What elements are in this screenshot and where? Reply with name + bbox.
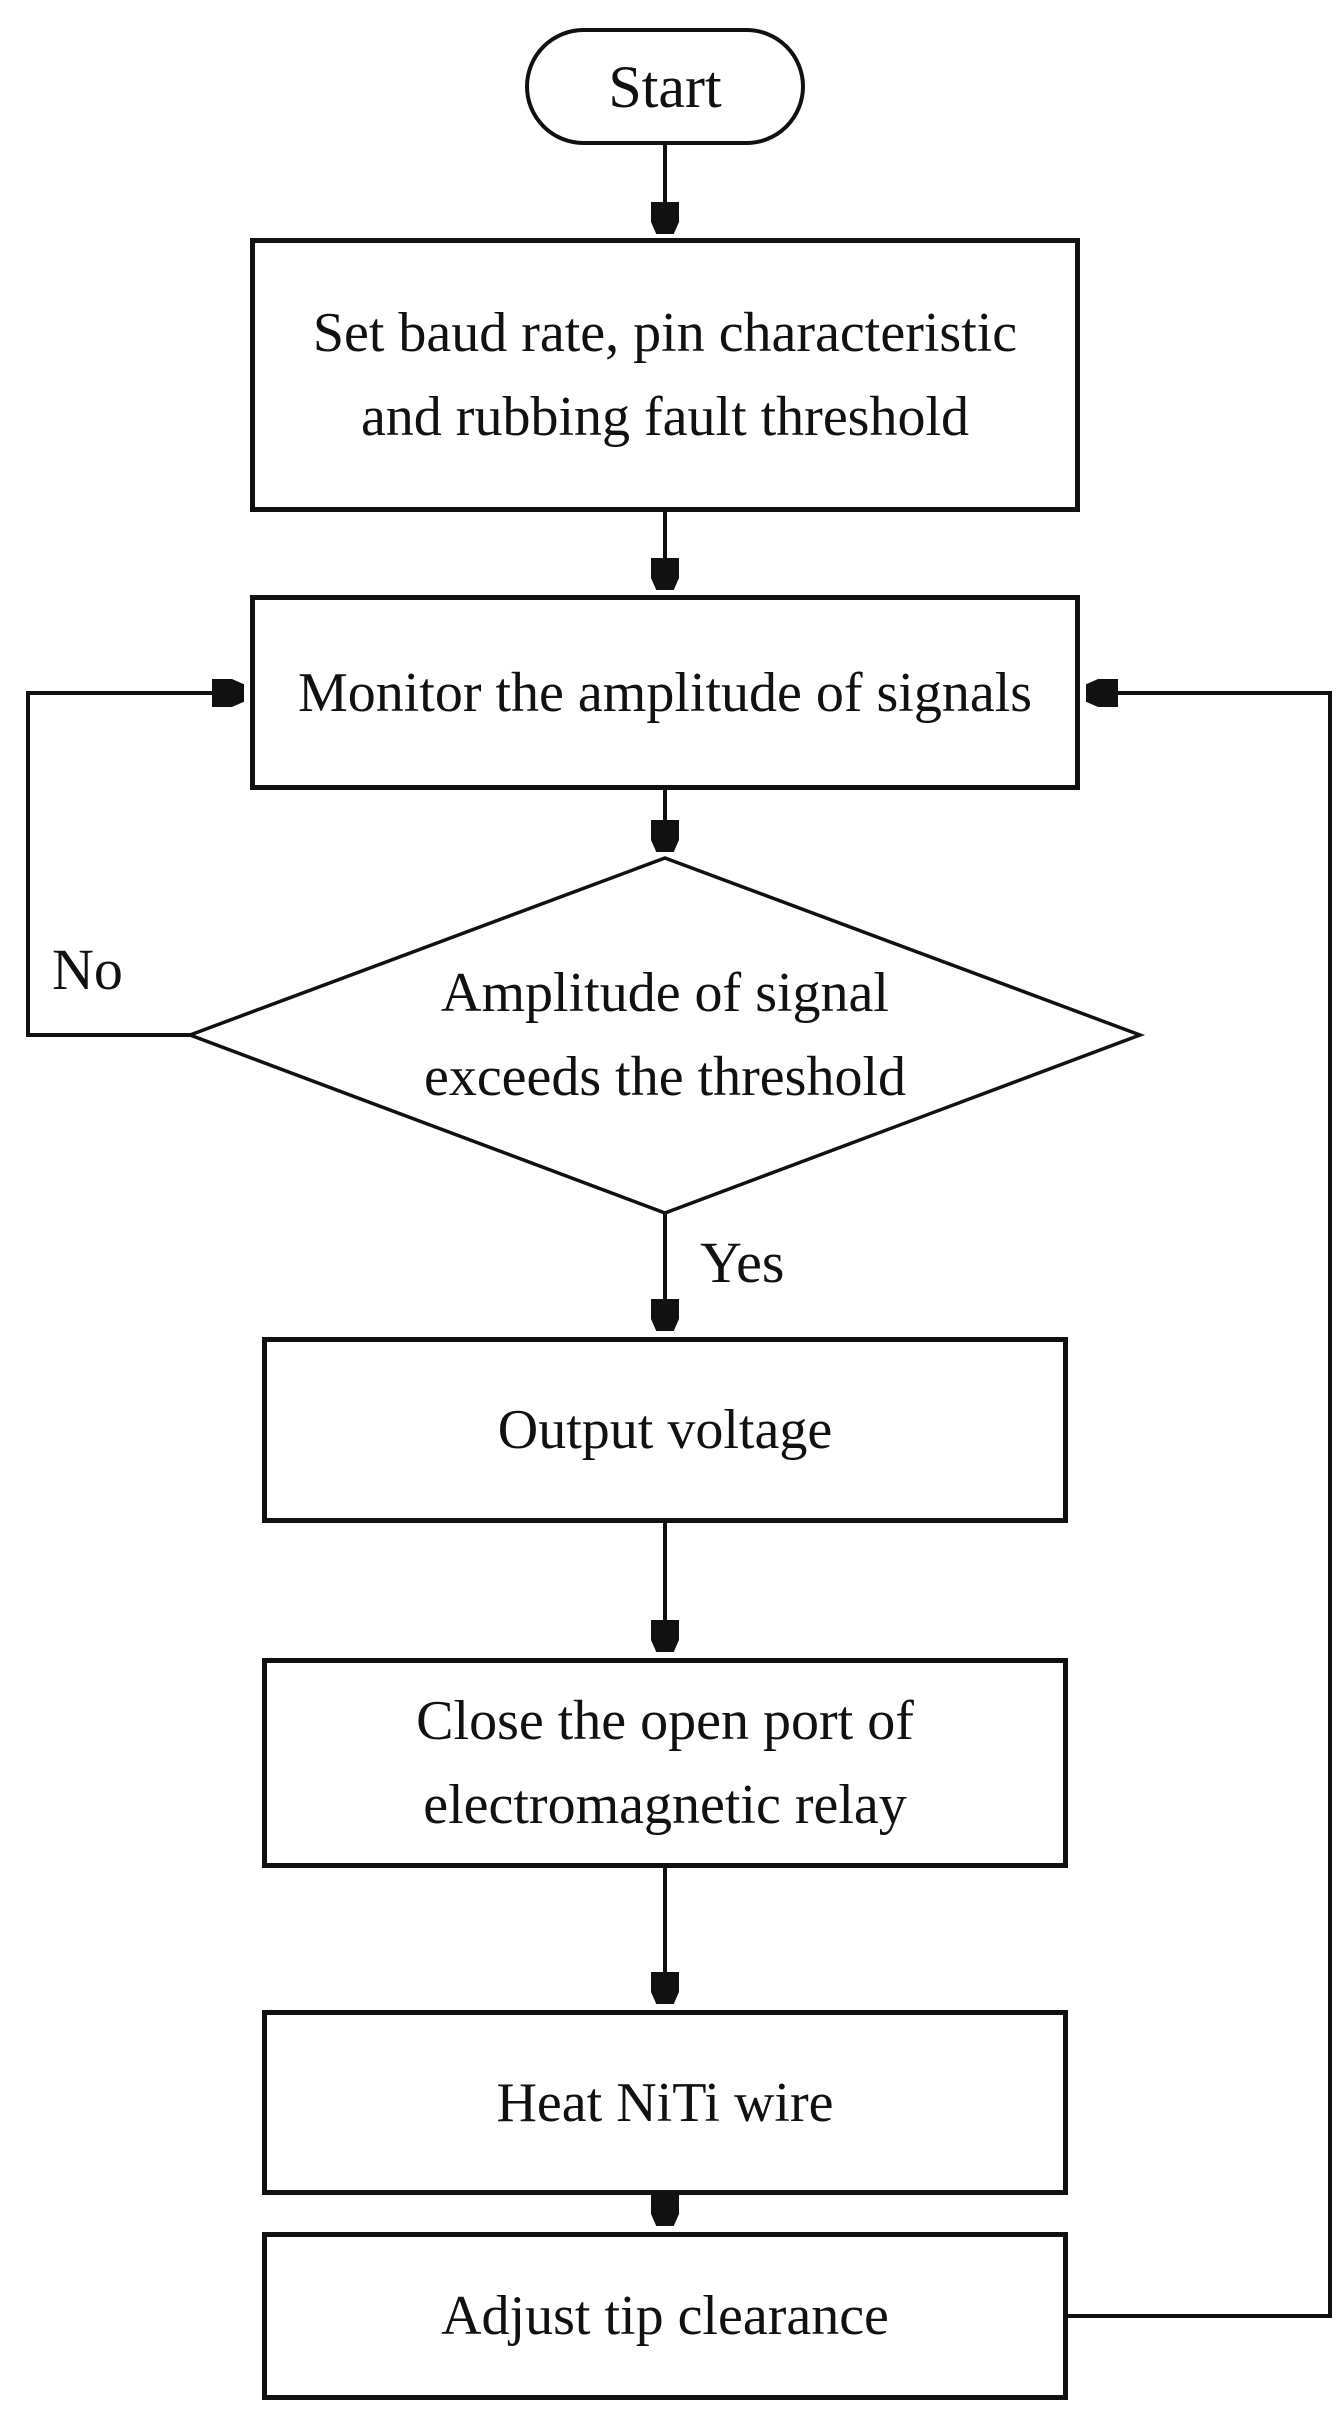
start-label: Start — [608, 53, 722, 120]
process-output-voltage: Output voltage — [262, 1337, 1068, 1523]
process-set-baud-rate-label: Set baud rate, pin characteristic and ru… — [312, 302, 1018, 448]
process-output-voltage-label: Output voltage — [497, 1399, 833, 1461]
process-monitor-amplitude-label: Monitor the amplitude of signals — [297, 661, 1033, 724]
no-loop-connector — [26, 693, 242, 1037]
decision-amplitude-threshold: Amplitude of signal exceeds the threshol… — [355, 925, 975, 1145]
return-loop-connector — [1068, 693, 1332, 2318]
label-yes: Yes — [700, 1230, 785, 1295]
decision-amplitude-threshold-label: Amplitude of signal exceeds the threshol… — [423, 962, 907, 1108]
start-terminator: Start — [525, 28, 805, 145]
process-heat-niti-wire-label: Heat NiTi wire — [496, 2071, 834, 2134]
process-monitor-amplitude: Monitor the amplitude of signals — [250, 595, 1080, 790]
process-adjust-tip-clearance: Adjust tip clearance — [262, 2232, 1068, 2400]
process-close-relay-port-label: Close the open port of electromagnetic r… — [416, 1690, 914, 1836]
process-set-baud-rate: Set baud rate, pin characteristic and ru… — [250, 238, 1080, 512]
process-heat-niti-wire: Heat NiTi wire — [262, 2010, 1068, 2195]
label-no: No — [52, 937, 123, 1002]
process-adjust-tip-clearance-label: Adjust tip clearance — [441, 2285, 889, 2347]
process-close-relay-port: Close the open port of electromagnetic r… — [262, 1658, 1068, 1868]
